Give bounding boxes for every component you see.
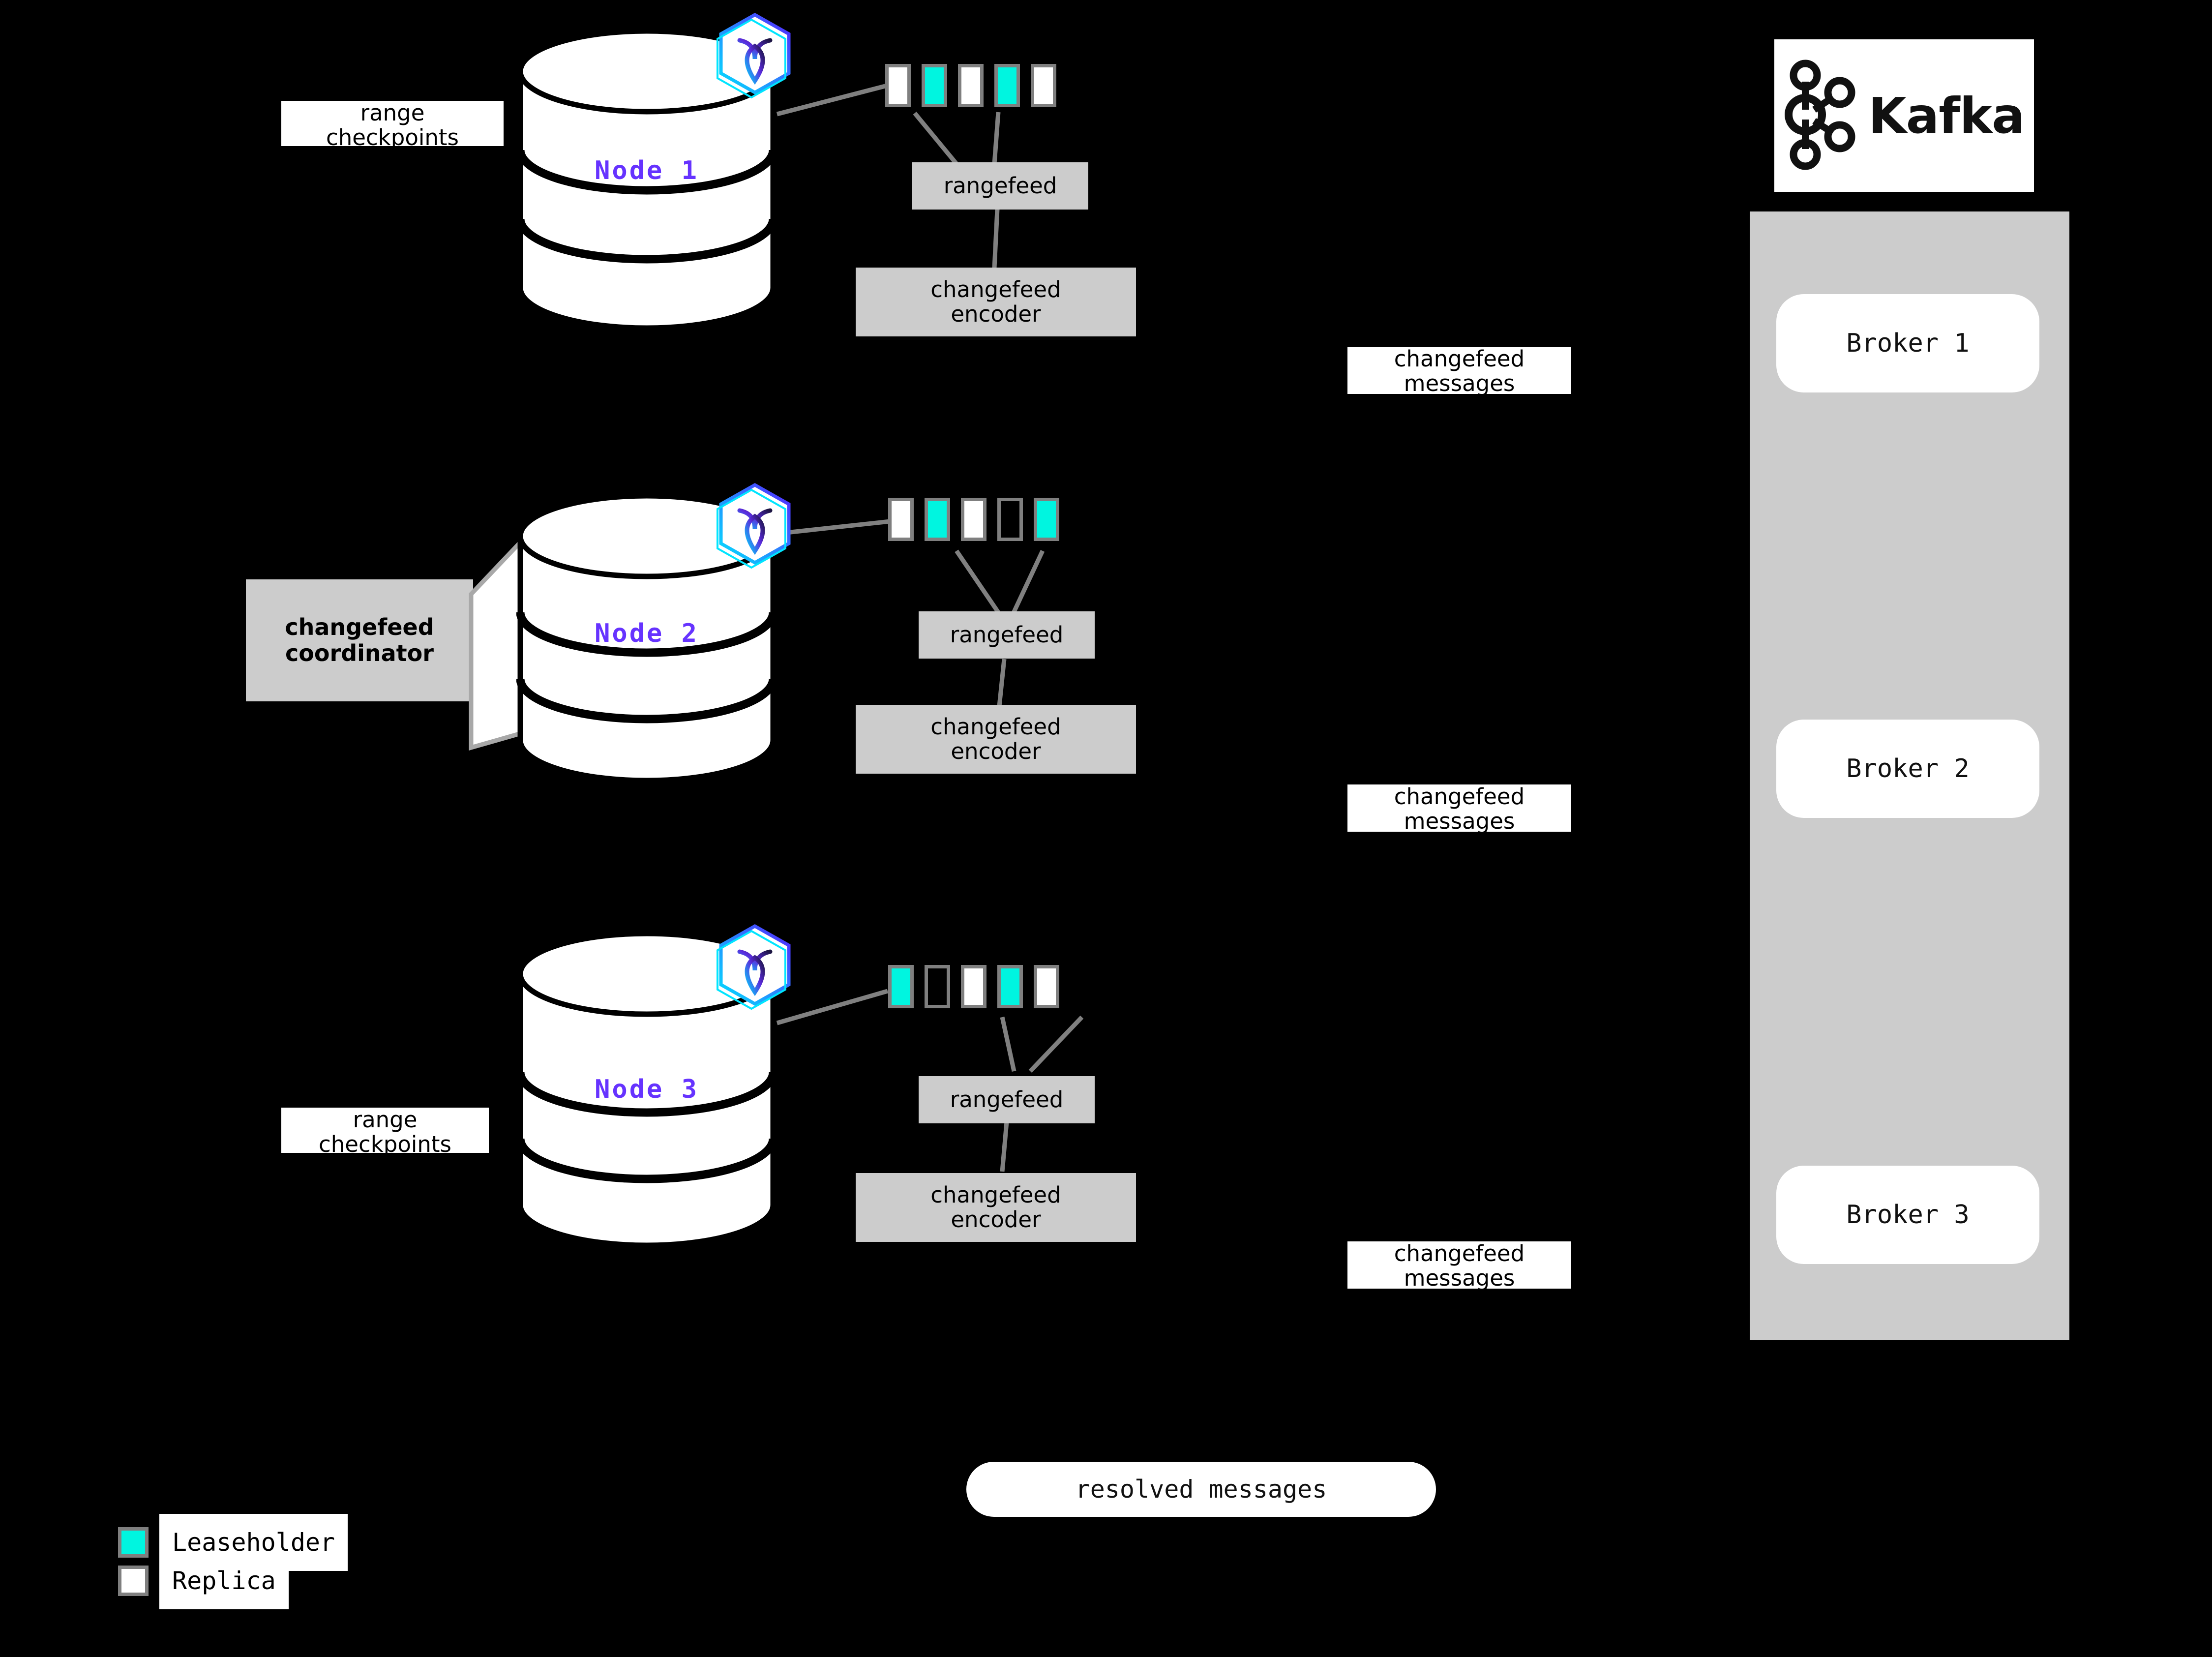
cockroachdb-hexagon-icon xyxy=(708,6,802,104)
legend-swatch-replica xyxy=(118,1566,149,1596)
kafka-inbound-arrow-icon xyxy=(2067,336,2097,352)
changefeed-messages-label-3: changefeed messages xyxy=(1347,1240,1571,1292)
legend-label-replica: Replica xyxy=(159,1552,289,1609)
node-2-rangefeed-box: rangefeed xyxy=(919,611,1095,659)
encoder-line-1: changefeed xyxy=(930,713,1061,740)
range-cell xyxy=(922,64,947,107)
changefeed-messages-line-2: messages xyxy=(1404,808,1515,835)
node-1-changefeed-encoder-box: changefeed encoder xyxy=(856,268,1136,336)
encoder-line-1: changefeed xyxy=(930,1181,1061,1208)
range-checkpoints-line-2: checkpoints xyxy=(326,124,459,151)
node-1-label: Node 1 xyxy=(595,156,699,185)
cockroachdb-hexagon-icon xyxy=(708,476,802,574)
range-cell xyxy=(994,64,1020,107)
kafka-node-graph-icon xyxy=(1784,58,1857,173)
range-checkpoints-line-2: checkpoints xyxy=(319,1131,451,1158)
changefeed-messages-line-1: changefeed xyxy=(1394,783,1525,810)
coordinator-line-2: coordinator xyxy=(285,640,434,666)
range-checkpoints-label-3: range checkpoints xyxy=(281,1107,489,1157)
range-cell xyxy=(997,498,1023,541)
changefeed-messages-label-1: changefeed messages xyxy=(1347,346,1571,397)
changefeed-messages-label-2: changefeed messages xyxy=(1347,783,1571,835)
range-cell xyxy=(961,498,986,541)
node-1-cylinder: Node 1 xyxy=(516,27,777,330)
coordinator-line-1: changefeed xyxy=(285,614,434,641)
range-cell xyxy=(1034,498,1059,541)
legend-item-replica: Replica xyxy=(118,1552,289,1609)
legend-swatch-leaseholder xyxy=(118,1527,149,1558)
cockroachdb-hexagon-icon xyxy=(708,917,802,1016)
node-3-cylinder: Node 3 xyxy=(516,930,777,1249)
changefeed-coordinator-box: changefeed coordinator xyxy=(246,579,473,701)
node-2-label: Node 2 xyxy=(595,619,699,648)
node-1-rangefeed-box: rangefeed xyxy=(912,162,1088,210)
range-cell xyxy=(997,965,1023,1008)
encoder-line-2: encoder xyxy=(951,738,1041,764)
range-cell xyxy=(958,64,984,107)
range-cell xyxy=(888,498,914,541)
range-cell xyxy=(1034,965,1059,1008)
range-cell xyxy=(1031,64,1056,107)
range-cell xyxy=(925,498,950,541)
range-checkpoints-line-1: range xyxy=(360,100,425,126)
node-2-changefeed-encoder-box: changefeed encoder xyxy=(856,705,1136,774)
range-cell xyxy=(888,965,914,1008)
changefeed-messages-line-2: messages xyxy=(1404,1265,1515,1292)
resolved-messages-pill: resolved messages xyxy=(966,1462,1436,1517)
range-checkpoints-label-1: range checkpoints xyxy=(281,100,504,150)
node-3-label: Node 3 xyxy=(595,1075,699,1104)
changefeed-messages-line-2: messages xyxy=(1404,370,1515,397)
kafka-logo: Kafka xyxy=(1774,39,2034,192)
node-3-ranges xyxy=(888,965,1059,1008)
encoder-line-2: encoder xyxy=(951,1206,1041,1233)
kafka-wordmark: Kafka xyxy=(1868,87,2025,145)
range-cell xyxy=(961,965,986,1008)
changefeed-messages-line-1: changefeed xyxy=(1394,346,1525,372)
legend-item-leaseholder: Leaseholder xyxy=(118,1514,348,1571)
broker-3-box[interactable]: Broker 3 xyxy=(1776,1166,2039,1264)
encoder-line-1: changefeed xyxy=(930,276,1061,302)
changefeed-messages-line-1: changefeed xyxy=(1394,1240,1525,1266)
range-cell xyxy=(885,64,911,107)
broker-1-box[interactable]: Broker 1 xyxy=(1776,294,2039,392)
legend: Leaseholder Replica xyxy=(118,1514,413,1609)
node-2-ranges xyxy=(888,498,1059,541)
range-checkpoints-line-1: range xyxy=(353,1107,418,1133)
range-cell xyxy=(925,965,950,1008)
broker-2-box[interactable]: Broker 2 xyxy=(1776,720,2039,818)
node-3-rangefeed-box: rangefeed xyxy=(919,1076,1095,1123)
node-1-ranges xyxy=(885,64,1056,107)
encoder-line-2: encoder xyxy=(951,301,1041,327)
node-2-cylinder: Node 2 xyxy=(516,492,777,782)
node-3-changefeed-encoder-box: changefeed encoder xyxy=(856,1173,1136,1242)
